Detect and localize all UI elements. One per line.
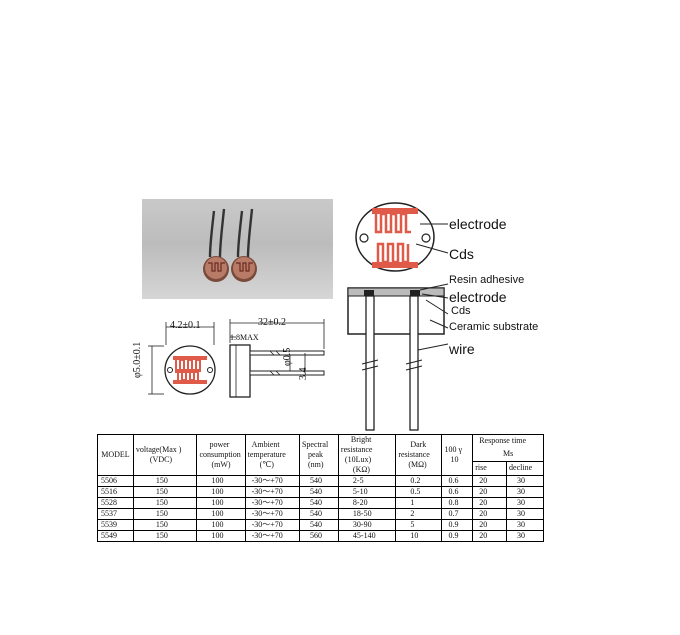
table-cell: 20: [472, 530, 508, 542]
table-cell: 0.9: [441, 519, 474, 531]
header-voltage: voltage(Max )(VDC): [132, 434, 198, 476]
header-model: MODEL: [97, 434, 134, 476]
dim-pitch: 3.4: [298, 367, 309, 381]
label-wire: wire: [449, 341, 475, 357]
table-cell: -30～+70: [244, 530, 300, 542]
table-cell: 0.7: [441, 508, 474, 520]
table-cell: 100: [196, 519, 246, 531]
top-view-diagram: [355, 202, 449, 272]
dim-height: 1.8MAX: [230, 333, 259, 342]
table-cell: 5539: [97, 519, 134, 531]
table-cell: 45-140: [337, 530, 397, 542]
table-cell: 20: [472, 497, 508, 509]
table-cell: 0.9: [441, 530, 474, 542]
table-cell: -30～+70: [244, 475, 300, 487]
table-cell: 30: [506, 486, 544, 498]
cross-section-diagram: [347, 283, 449, 431]
table-cell: 20: [472, 519, 508, 531]
table-cell: 30: [506, 530, 544, 542]
table-cell: 150: [132, 497, 198, 509]
table-cell: 540: [298, 475, 339, 487]
table-cell: 0.2: [395, 475, 443, 487]
table-cell: 0.5: [395, 486, 443, 498]
header-ms: Ms: [472, 447, 544, 462]
label-ceramic: Ceramic substrate: [449, 321, 539, 333]
table-cell: 540: [298, 497, 339, 509]
table-cell: 0.6: [441, 475, 474, 487]
table-cell: 5506: [97, 475, 134, 487]
table-cell: 20: [472, 508, 508, 520]
table-cell: 540: [298, 508, 339, 520]
table-cell: 5-10: [337, 486, 397, 498]
label-electrode-top: electrode: [449, 216, 507, 232]
table-cell: 100: [196, 530, 246, 542]
table-cell: 10: [395, 530, 443, 542]
table-cell: 30: [506, 475, 544, 487]
table-cell: -30～+70: [244, 508, 300, 520]
table-cell: 5: [395, 519, 443, 531]
table-cell: 100: [196, 497, 246, 509]
table-cell: 8-20: [337, 497, 397, 509]
dimension-drawing: [148, 319, 325, 398]
header-decline: decline: [506, 460, 544, 477]
photoresistor-photo-art: [203, 208, 257, 282]
table-cell: -30～+70: [244, 486, 300, 498]
label-electrode-side: electrode: [449, 289, 507, 305]
table-cell: 1: [395, 497, 443, 509]
table-cell: -30～+70: [244, 497, 300, 509]
table-cell: 100: [196, 475, 246, 487]
table-cell: 150: [132, 519, 198, 531]
table-cell: 150: [132, 508, 198, 520]
table-cell: 30: [506, 519, 544, 531]
label-cds-side: Cds: [451, 305, 471, 317]
product-photo: [142, 199, 333, 299]
table-cell: 30: [506, 508, 544, 520]
dim-body-dia: φ5.0±0.1: [132, 341, 143, 378]
table-cell: 100: [196, 508, 246, 520]
table-cell: 150: [132, 530, 198, 542]
table-cell: 540: [298, 519, 339, 531]
table-cell: 30: [506, 497, 544, 509]
table-cell: 20: [472, 475, 508, 487]
table-cell: 5528: [97, 497, 134, 509]
table-cell: 560: [298, 530, 339, 542]
table-cell: 2: [395, 508, 443, 520]
dim-width: 4.2±0.1: [170, 320, 201, 331]
table-cell: 5516: [97, 486, 134, 498]
table-cell: 150: [132, 486, 198, 498]
table-cell: 540: [298, 486, 339, 498]
table-cell: 20: [472, 486, 508, 498]
table-cell: 30-90: [337, 519, 397, 531]
label-resin: Resin adhesive: [449, 274, 525, 286]
table-cell: 150: [132, 475, 198, 487]
label-cds-top: Cds: [449, 246, 474, 262]
table-cell: 2-5: [337, 475, 397, 487]
table-cell: 5549: [97, 530, 134, 542]
header-response: Response time: [472, 433, 544, 448]
table-cell: 100: [196, 486, 246, 498]
table-cell: 0.6: [441, 486, 474, 498]
table-cell: 5537: [97, 508, 134, 520]
table-cell: 0.8: [441, 497, 474, 509]
table-cell: 18-50: [337, 508, 397, 520]
header-rise: rise: [472, 460, 508, 477]
dim-length: 32±0.2: [258, 317, 286, 328]
table-cell: -30～+70: [244, 519, 300, 531]
dim-lead-dia: φ0.5: [282, 347, 293, 366]
